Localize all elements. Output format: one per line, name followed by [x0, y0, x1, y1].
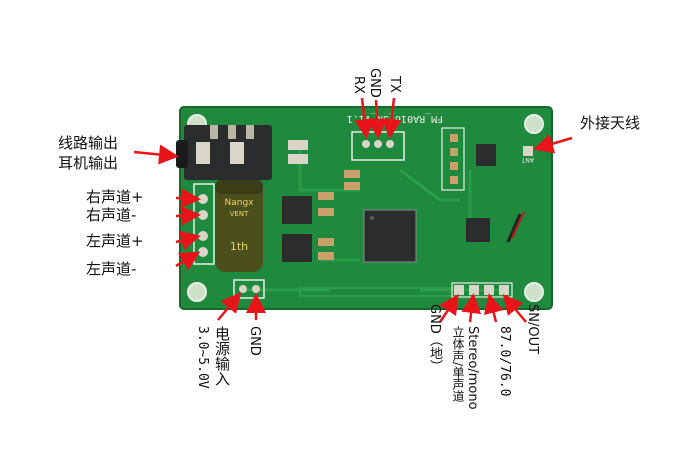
electrolytic-capacitor — [215, 180, 263, 272]
label-stereo-mono: Stereo/mono — [465, 326, 480, 410]
label-right-plus: 右声道+ — [86, 188, 144, 206]
cap-text-2: VENT — [230, 210, 249, 218]
label-voltage: 3.0~5.0V — [195, 326, 210, 389]
arrow-left-minus — [175, 251, 201, 271]
label-antenna: 外接天线 — [580, 114, 641, 132]
label-left-minus: 左声道- — [86, 260, 137, 278]
audio-jack — [176, 125, 272, 180]
label-left-plus: 左声道+ — [86, 232, 144, 250]
label-headphone-out: 耳机输出 — [58, 154, 119, 172]
arrow-sn-out — [502, 294, 527, 323]
mounting-hole — [524, 282, 544, 302]
cap-text-3: 1th — [230, 240, 248, 253]
board-name-silk: FM_RA016_SN_V1.1 — [347, 113, 443, 124]
arrow-power — [217, 292, 242, 321]
arrow-right-minus — [175, 205, 201, 226]
power-pads — [233, 279, 265, 299]
annotation-arrows — [133, 97, 573, 323]
mounting-hole — [187, 282, 207, 302]
label-gnd-bottom: GND — [247, 326, 262, 356]
amplifier-chips — [282, 140, 360, 262]
ant-silk: ANT — [521, 156, 534, 163]
antenna-pad — [523, 146, 533, 156]
label-band: 87.0/76.0 — [497, 326, 512, 397]
label-power-input: 电源输入 — [213, 326, 231, 386]
arrow-gnd-ground — [438, 293, 459, 323]
rf-section — [441, 127, 533, 243]
label-right-minus: 右声道- — [86, 206, 137, 224]
arrow-tx — [381, 97, 402, 139]
cap-text-1: Nangx — [225, 198, 255, 208]
label-stereo-cn: 立体声/单声道 — [451, 326, 465, 403]
label-gnd-ground: GND（地） — [427, 304, 442, 373]
label-sn-out: SN/OUT — [525, 304, 540, 355]
label-rx: RX — [351, 76, 366, 94]
arrow-stereo — [461, 293, 482, 323]
label-tx: TX — [387, 76, 402, 93]
arrow-band — [483, 293, 504, 323]
arrow-rx — [354, 97, 375, 139]
arrow-gnd-top — [367, 99, 388, 139]
main-ic — [363, 209, 417, 263]
arrow-line-out — [133, 144, 179, 165]
config-pads — [451, 282, 513, 298]
arrow-left-plus — [175, 230, 201, 251]
label-line-out: 线路输出 — [58, 134, 119, 152]
arrow-right-plus — [175, 188, 201, 209]
arrow-antenna — [533, 134, 573, 154]
mounting-hole — [524, 114, 544, 134]
label-gnd-top: GND — [367, 68, 382, 98]
